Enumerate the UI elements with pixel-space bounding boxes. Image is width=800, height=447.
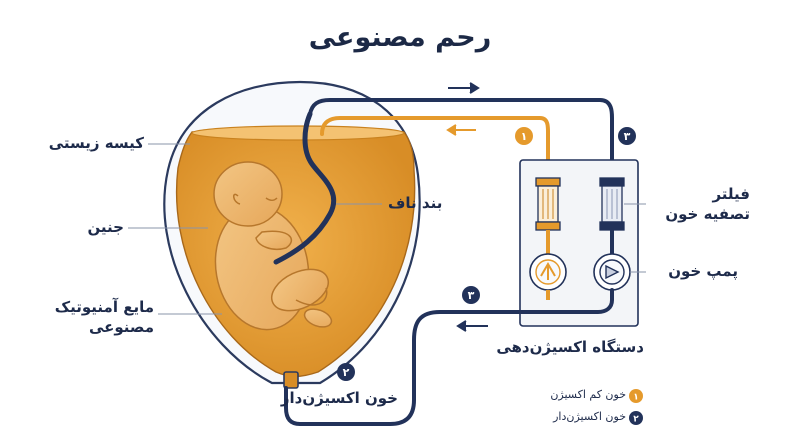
umbilical-cord <box>273 111 337 265</box>
filter-right <box>599 177 625 254</box>
fetus-figure <box>213 161 333 331</box>
label-fluid-line2: مصنوعی <box>88 318 154 336</box>
arrow-left-navy <box>456 320 488 332</box>
badge-1-pipe: ۱ <box>515 127 533 145</box>
legend-badge-1: ۱ <box>629 389 643 403</box>
badge-3-top-text: ۳ <box>624 130 631 143</box>
label-fluid: مایع آمنیوتیک مصنوعی <box>36 297 154 337</box>
svg-text:۲: ۲ <box>633 415 639 425</box>
badge-2-text: ۲ <box>343 366 350 379</box>
legend-item-2: خون اکسیژن‌دار <box>553 410 626 423</box>
pipe-3-lower <box>284 288 614 426</box>
badge-2-pipe: ۲ <box>337 363 355 381</box>
legend-badge-2: ۲ <box>629 411 643 425</box>
pump-right <box>593 253 631 291</box>
label-bio-bag: کیسه زیستی <box>48 134 144 152</box>
badge-3-lower-text: ۳ <box>468 289 475 302</box>
label-filter-line1: فیلتر <box>712 185 750 203</box>
flow-arrows <box>446 82 488 332</box>
badge-3-pipe-lower: ۳ <box>462 286 480 304</box>
label-umbilical-cord: بند ناف <box>388 194 443 212</box>
pump-left <box>529 253 567 291</box>
label-filter: فیلتر تصفیه خون <box>650 184 750 224</box>
arrow-right-navy <box>448 82 480 94</box>
pipe-1 <box>320 116 550 180</box>
leader-lines <box>128 143 646 315</box>
label-blood-pump: پمپ خون <box>668 262 738 280</box>
label-fluid-line1: مایع آمنیوتیک <box>54 298 154 316</box>
oxygenator-device <box>519 159 639 327</box>
page-title: رحم مصنوعی <box>308 22 492 53</box>
pipe-3-upper <box>308 98 614 180</box>
badge-1-text: ۱ <box>521 130 528 143</box>
arrow-left-orange <box>446 124 476 136</box>
label-oxygenator: دستگاه اکسیژن‌دهی <box>496 338 644 356</box>
badge-3-pipe-top: ۳ <box>618 127 636 145</box>
svg-text:۱: ۱ <box>633 393 639 403</box>
label-fetus: جنین <box>87 218 124 236</box>
legend-item-1: خون کم اکسیژن <box>550 388 626 401</box>
label-filter-line2: تصفیه خون <box>665 205 750 223</box>
label-oxygenated-blood: خون اکسیژن‌دار <box>280 389 398 407</box>
filter-left <box>535 177 561 254</box>
